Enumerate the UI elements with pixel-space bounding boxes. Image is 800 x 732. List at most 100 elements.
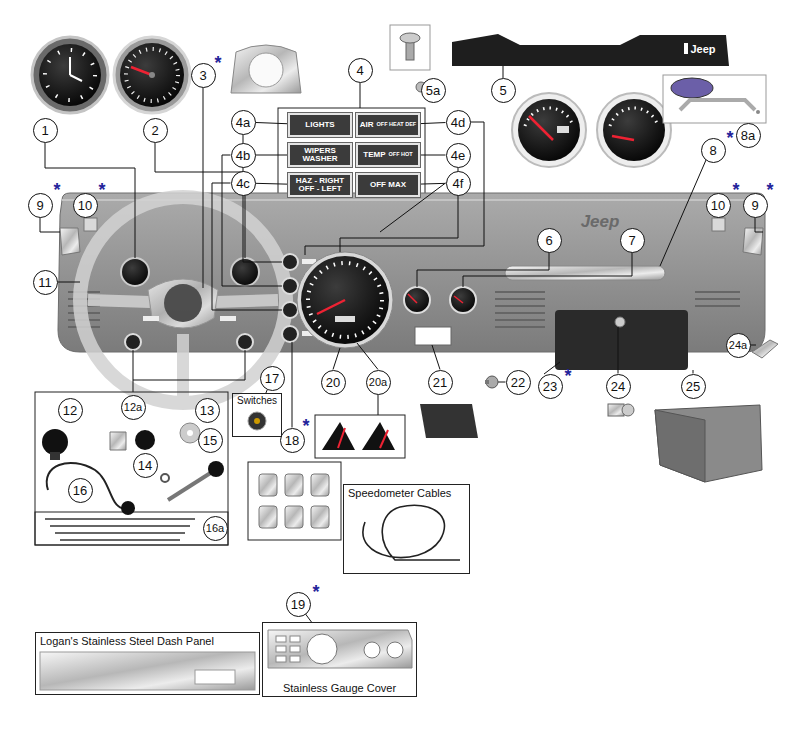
steering-wheel [80, 197, 286, 403]
callout-text: 24 [611, 380, 625, 393]
leader-line [203, 88, 204, 289]
knob-part [485, 380, 489, 384]
callout-number: 9 [743, 193, 768, 218]
callout-number: 4e [446, 143, 471, 168]
needle-box [315, 415, 405, 458]
speedometer [301, 256, 389, 344]
box-heading: Switches [237, 395, 277, 406]
callout-text: 20 [326, 376, 340, 389]
switch-part [248, 412, 266, 430]
needle-box [362, 422, 395, 450]
callout-text: 19 [291, 598, 305, 611]
leader-line [420, 183, 446, 185]
padded-dash [684, 43, 688, 54]
leader-line [40, 66, 763, 428]
leader-line [432, 345, 440, 370]
gauge-cover [276, 646, 286, 652]
callout-number: 4f [446, 171, 471, 196]
callout-text: 4e [451, 149, 465, 162]
dash-knob [282, 302, 298, 318]
knob-part [42, 429, 68, 455]
needle-box [338, 428, 345, 448]
callout-text: 9 [751, 199, 758, 212]
gauge-cover [307, 634, 337, 664]
steering-wheel [80, 197, 286, 403]
volt-gauge [525, 108, 573, 126]
speedometer [317, 300, 345, 314]
callout-number: 14 [133, 453, 158, 478]
tachometer-gauge [126, 49, 178, 101]
dash-bracket [60, 228, 80, 255]
dash-bracket [84, 218, 97, 231]
clock-gauge [39, 44, 101, 106]
clock-gauge [70, 75, 82, 81]
callout-text: 5 [499, 84, 506, 97]
knob-part [485, 376, 498, 388]
knob-part [187, 430, 193, 436]
knob-part [161, 474, 169, 482]
leader-line [463, 253, 632, 288]
gauge-cover [290, 646, 300, 652]
leader-line [544, 362, 560, 374]
callout-number: 2 [143, 118, 168, 143]
grab-handle [505, 266, 665, 280]
leader-line [222, 155, 282, 286]
asterisk: * [564, 366, 571, 387]
callout-number: 13 [195, 398, 220, 423]
leader-line [503, 66, 504, 78]
steering-wheel [164, 284, 202, 322]
callout-text: 9 [36, 199, 43, 212]
cable-part [45, 519, 195, 540]
callout-number: 22 [506, 370, 531, 395]
gauge-cover [290, 636, 300, 642]
glovebox-part [655, 405, 762, 482]
callout-number: 18 [280, 428, 305, 453]
asterisk: * [732, 180, 739, 201]
switch-label-plate: OFF MAX [356, 173, 420, 197]
callout-number: 17 [260, 366, 285, 391]
switch-label-plate: AIROFF HEAT DEF [356, 113, 420, 137]
speedometer [308, 263, 382, 337]
asterisk: * [726, 128, 733, 149]
switch-label-plate: LIGHTS [288, 113, 352, 137]
leader-line [45, 143, 135, 259]
gauge-cover [276, 636, 286, 642]
radio-slot [415, 327, 451, 345]
steel-dash-panel [40, 652, 255, 690]
box-heading: Logan's Stainless Steel Dash Panel [40, 635, 214, 647]
bracket-part [752, 340, 778, 358]
asterisk: * [302, 416, 309, 437]
callout-number: 4 [348, 58, 373, 83]
callout-number: 24 [606, 374, 631, 399]
callout-number: 19 [286, 592, 311, 617]
bezel-box [285, 474, 303, 496]
leader-line [333, 348, 340, 370]
tachometer-gauge [114, 37, 190, 113]
leader-line [255, 122, 288, 123]
tachometer-gauge [149, 72, 155, 78]
glovebox-door [555, 310, 688, 370]
plate-text: HAZ - RIGHT OFF - LEFT [291, 177, 349, 194]
callout-text: 7 [628, 234, 635, 247]
dash-vent [495, 292, 545, 327]
leader-line [693, 370, 694, 374]
glovebox-part [655, 410, 705, 482]
knob-part [168, 472, 212, 500]
oil-gauge [597, 93, 671, 167]
callout-number: 12 [58, 398, 83, 423]
callout-number: 10 [706, 193, 731, 218]
dash-gauge [404, 287, 430, 313]
knob-part [208, 461, 224, 477]
callout-text: 16a [206, 523, 224, 534]
leader-line [417, 253, 549, 288]
callout-number: 16a [203, 516, 228, 541]
plate-frame [278, 108, 425, 202]
leader-line [256, 155, 289, 156]
callout-number: 20 [321, 370, 346, 395]
callout-text: 4d [451, 116, 465, 129]
parts-box: Speedometer Cables [343, 484, 470, 574]
callout-number: 24a [726, 333, 751, 358]
parts-box: Logan's Stainless Steel Dash Panel [35, 632, 260, 695]
volt-gauge [512, 93, 586, 167]
clock-gauge [69, 57, 71, 75]
